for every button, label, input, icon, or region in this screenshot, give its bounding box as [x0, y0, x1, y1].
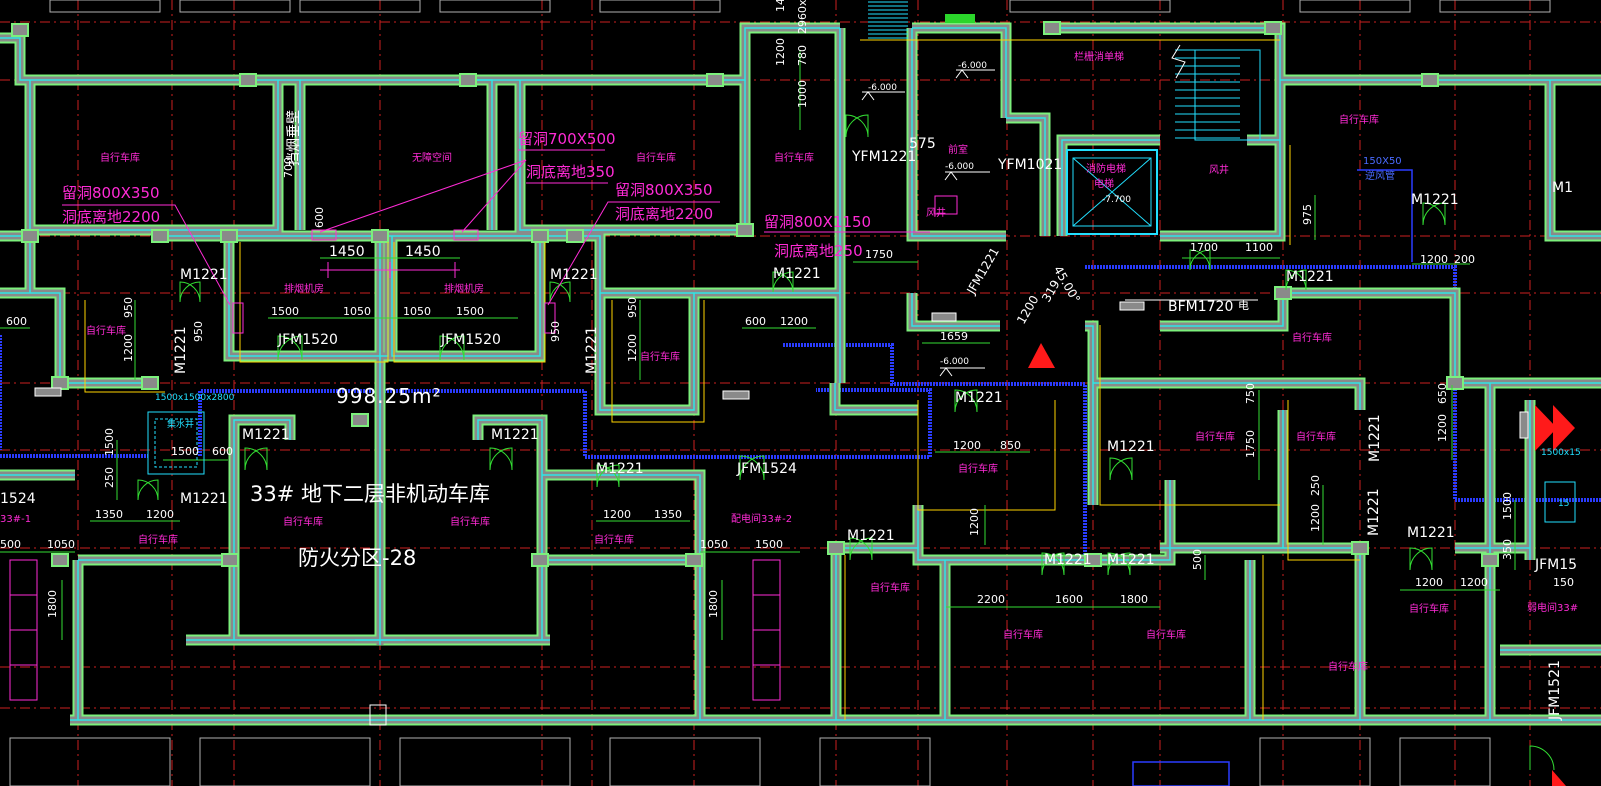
structural-column — [11, 23, 29, 37]
structural-column — [706, 73, 724, 87]
wall-segment — [575, 235, 694, 294]
structural-column — [1446, 376, 1464, 390]
door-swing — [439, 335, 465, 361]
elevation-markers — [861, 69, 995, 377]
sump-pit — [147, 411, 1576, 523]
wall-segment — [912, 27, 1007, 118]
structural-column — [239, 73, 257, 87]
structural-column — [220, 229, 238, 243]
structural-column — [1274, 286, 1292, 300]
wall-segment — [391, 236, 541, 357]
door-swing — [1409, 547, 1433, 571]
structural-column — [371, 229, 389, 243]
wall-segment — [477, 419, 543, 475]
structural-column — [1481, 553, 1499, 567]
door-swing — [549, 281, 571, 303]
inner-wall-lines — [84, 39, 1360, 720]
wall-segment — [0, 37, 248, 81]
structural-column — [151, 229, 169, 243]
door-swing — [596, 464, 620, 488]
structural-column — [141, 376, 159, 390]
door-swing — [277, 335, 303, 361]
door-swing — [849, 537, 873, 561]
door-swing — [954, 389, 978, 413]
wall-segment — [233, 419, 291, 475]
door-swing — [1529, 745, 1555, 771]
door-swing — [1422, 202, 1446, 226]
wall-segment — [1061, 139, 1160, 236]
wall-segment — [836, 547, 1028, 561]
structural-column — [459, 73, 477, 87]
wall-segment — [1093, 480, 1171, 561]
duct-route-thin — [1132, 169, 1413, 786]
wall-segment — [0, 292, 150, 384]
structural-column — [685, 553, 703, 567]
wall-segment — [1160, 140, 1281, 237]
top-indicator — [945, 14, 975, 23]
leader-lines — [1125, 44, 1258, 301]
structural-column — [736, 223, 754, 237]
wall-segment — [1006, 117, 1046, 236]
door-swing — [1041, 552, 1065, 576]
wall-segment — [468, 27, 840, 81]
stair-rail — [1194, 49, 1261, 141]
structural-column — [51, 376, 69, 390]
structural-column — [51, 553, 69, 567]
wall-segment — [1093, 382, 1361, 410]
door-swing — [1109, 457, 1133, 481]
opening-leaders — [62, 149, 958, 334]
door-swing — [1285, 269, 1307, 291]
wall-segment — [1052, 27, 1281, 141]
door-swing — [1189, 249, 1211, 271]
wall-segment — [519, 80, 746, 231]
wall-segment — [1085, 325, 1094, 505]
walls — [0, 21, 1601, 726]
structural-column — [1421, 73, 1439, 87]
structural-column — [351, 413, 369, 427]
structural-column — [1264, 21, 1282, 35]
door-swing — [179, 281, 201, 303]
equipment-blocks — [34, 301, 1529, 726]
structural-column — [531, 553, 549, 567]
red-markers — [1028, 343, 1575, 786]
wall-segment — [1283, 292, 1601, 384]
structural-column — [21, 229, 39, 243]
staircase — [868, 1, 1261, 141]
structural-column — [1043, 21, 1061, 35]
wall-segment — [1160, 293, 1284, 327]
wall-segment — [834, 383, 918, 411]
door-swing — [772, 271, 794, 293]
structural-column — [566, 229, 584, 243]
structural-column — [1351, 541, 1369, 555]
wall-segment — [599, 293, 695, 411]
wall-segment — [911, 293, 1000, 327]
elevator-shaft — [1066, 149, 1158, 235]
dimension-lines — [0, 50, 1516, 640]
structural-column — [531, 229, 549, 243]
door-swing — [489, 447, 513, 471]
wall-segment — [1549, 80, 1601, 237]
door-swing — [137, 479, 159, 501]
door-swings — [137, 114, 1555, 771]
structural-column — [827, 541, 845, 555]
wall-segment — [911, 28, 1006, 237]
structural-column — [1084, 553, 1102, 567]
wall-segment — [694, 292, 841, 383]
structural-column — [221, 553, 239, 567]
door-swing — [845, 114, 869, 138]
door-swing — [244, 447, 268, 471]
door-swing — [739, 455, 765, 481]
door-swing — [1107, 552, 1131, 576]
shelving — [9, 559, 781, 701]
adjacent-building-outline — [9, 0, 1551, 786]
